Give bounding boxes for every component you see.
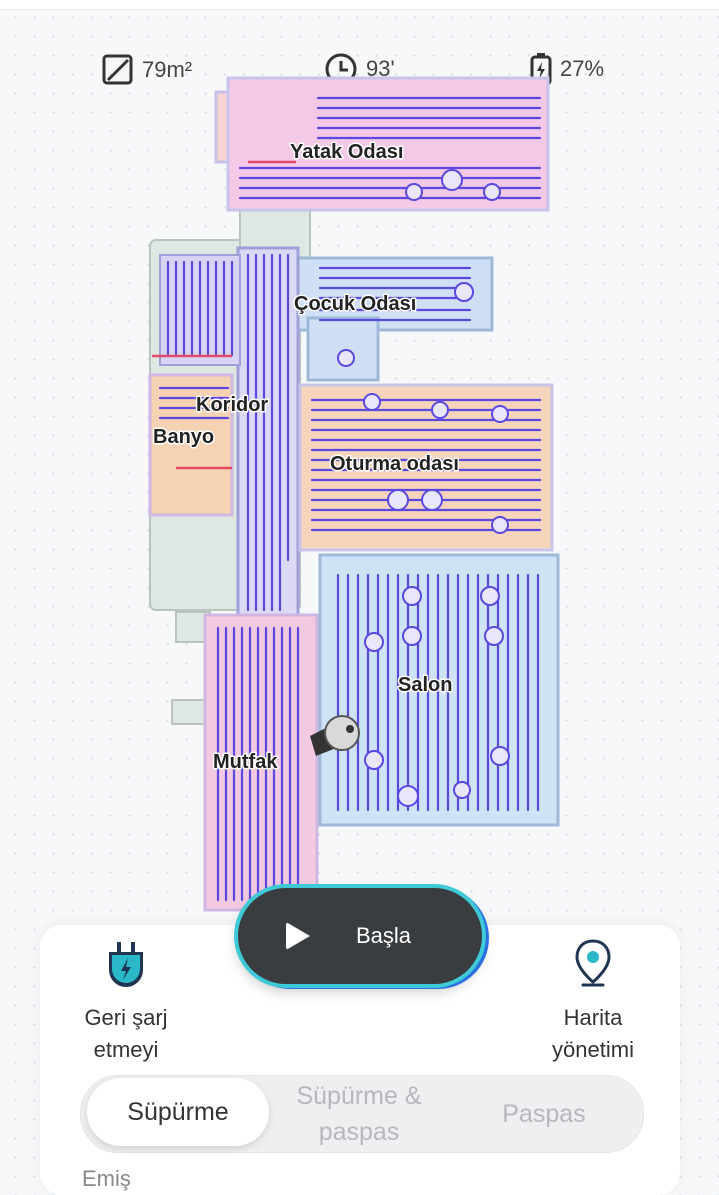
robot-icon	[310, 715, 360, 756]
battery-value: 27%	[560, 56, 605, 81]
mode-sweep-label: Süpürme	[127, 1098, 229, 1126]
room-label-banyo[interactable]: Banyo	[152, 425, 216, 450]
start-label: Başla	[356, 923, 412, 948]
room-fills	[148, 76, 560, 912]
room-labels: Yatak Odası Çocuk Odası Koridor Banyo Ot…	[152, 140, 461, 775]
start-button[interactable]: Başla	[238, 888, 482, 984]
room-label-koridor[interactable]: Koridor	[195, 393, 270, 418]
room-label-oturma[interactable]: Oturma odası	[329, 452, 461, 477]
obstacles	[337, 169, 510, 807]
area-stat: 79m²	[102, 54, 192, 86]
room-label-cocuk[interactable]: Çocuk Odası	[293, 292, 418, 317]
recharge-button[interactable]: Geri şarj etmeyi	[60, 940, 192, 1066]
battery-stat: 27%	[530, 52, 604, 86]
mode-mop[interactable]: Paspas	[461, 1076, 627, 1152]
cleaning-map[interactable]: Yatak Odası Çocuk Odası Koridor Banyo Ot…	[0, 60, 719, 920]
map-management-label: Harita yönetimi	[552, 1005, 634, 1062]
map-management-button[interactable]: Harita yönetimi	[530, 938, 656, 1066]
stats-bar: 79m² 93' 27%	[0, 52, 719, 92]
play-icon	[286, 922, 310, 950]
top-edge	[0, 0, 719, 10]
plug-icon	[109, 942, 143, 987]
area-icon	[102, 54, 133, 85]
cleaning-paths	[158, 96, 542, 902]
suction-label-truncated: Emiş	[82, 1166, 131, 1191]
room-label-yatak[interactable]: Yatak Odası	[289, 140, 405, 165]
map-pin-icon	[575, 939, 611, 987]
room-label-mutfak[interactable]: Mutfak	[212, 750, 280, 775]
mode-sweep-mop-label: Süpürme & paspas	[296, 1082, 422, 1146]
mode-selector: Süpürme Süpürme & paspas Paspas	[80, 1075, 644, 1153]
room-dividers	[152, 160, 296, 470]
room-oturma	[298, 383, 554, 552]
mode-sweep-mop[interactable]: Süpürme & paspas	[281, 1076, 437, 1152]
area-value: 79m²	[142, 57, 193, 82]
room-cocuk-lower	[306, 316, 380, 382]
recharge-label: Geri şarj etmeyi	[84, 1005, 168, 1062]
room-label-salon[interactable]: Salon	[397, 673, 454, 698]
mode-sweep[interactable]: Süpürme	[87, 1078, 269, 1146]
mode-mop-label: Paspas	[502, 1100, 586, 1128]
